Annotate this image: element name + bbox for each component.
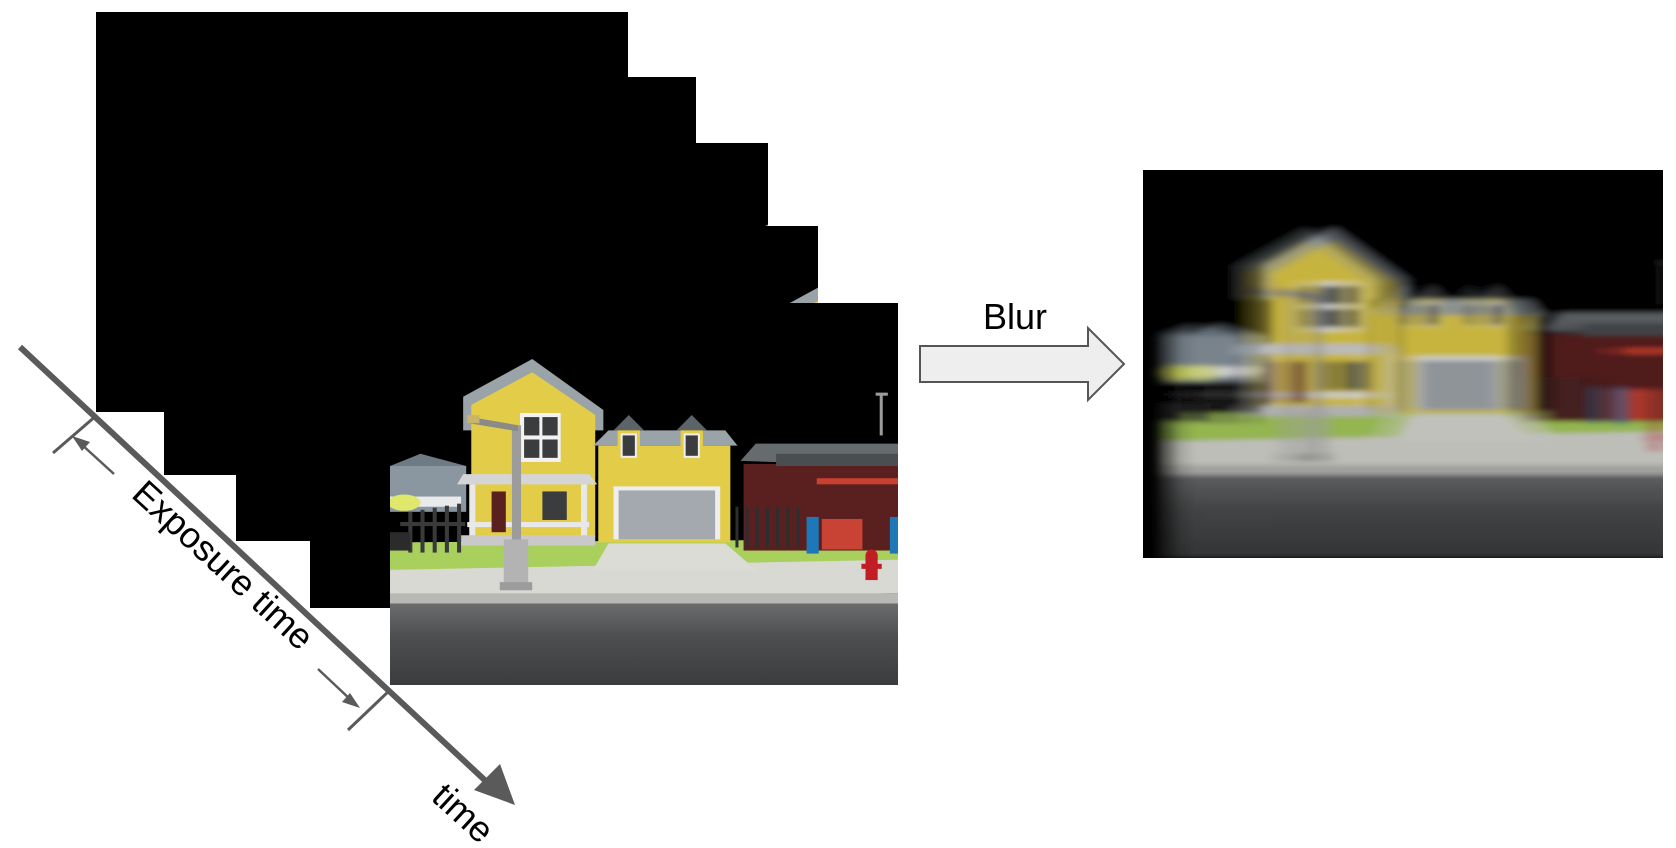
blurred-result-image [1143, 170, 1663, 558]
time-arrow-head [474, 764, 515, 805]
exposure-start-tick [52, 413, 98, 455]
frame-5 [390, 303, 898, 685]
blur-label: Blur [983, 296, 1047, 337]
exposure-left-arrow-icon [72, 436, 90, 451]
exposure-right-arrow-icon [342, 693, 360, 708]
blur-arrow: Blur [919, 296, 1126, 403]
diagonal-arrow-icon [17, 344, 493, 788]
exposure-end-tick [346, 688, 392, 732]
block-arrow-right-icon [919, 325, 1126, 403]
